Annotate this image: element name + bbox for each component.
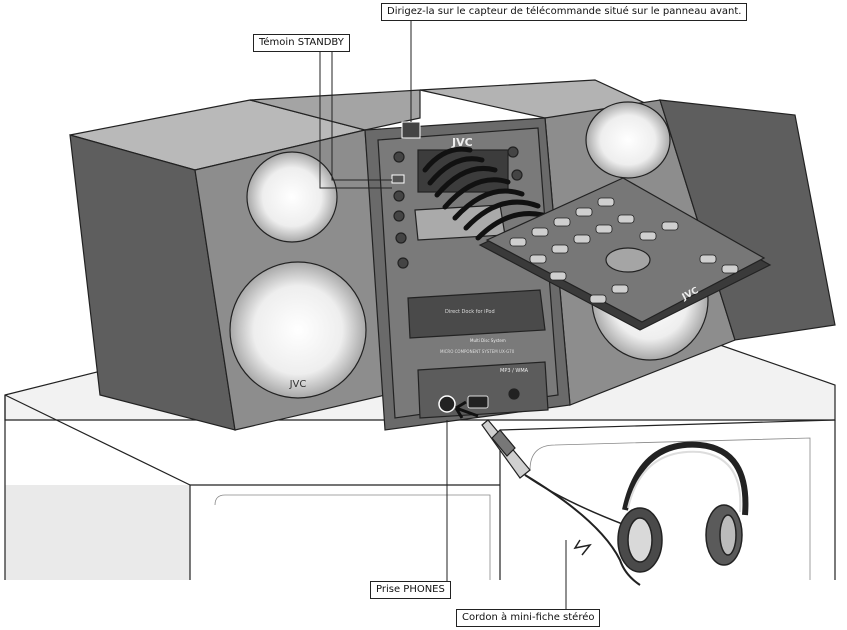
usb-label: MP3 / WMA — [500, 368, 529, 374]
cd-sub-label: MICRO COMPONENT SYSTEM UX-G70 — [440, 349, 515, 354]
speaker-logo-left: JVC — [289, 379, 307, 390]
remote-dpad — [605, 247, 651, 273]
phones-jack — [438, 395, 456, 413]
ipod-dock-label: Direct Dock for iPod — [445, 309, 495, 315]
unit-logo: JVC — [451, 136, 473, 149]
button-7 — [511, 169, 523, 181]
headphones — [617, 441, 749, 573]
usb-port — [467, 395, 489, 409]
ipod-dock — [407, 289, 546, 339]
button-2 — [393, 190, 405, 202]
callout-standby-indicator: Témoin STANDBY — [253, 34, 350, 52]
remote-control: JVC — [478, 177, 772, 331]
remote-sensor — [401, 121, 421, 139]
tweeter-left — [246, 151, 338, 243]
standby-indicator — [391, 174, 405, 184]
aux-jack — [508, 388, 520, 400]
left-speaker: JVC — [69, 129, 386, 431]
button-4 — [395, 232, 407, 244]
button-5 — [397, 257, 409, 269]
leader-lines — [319, 20, 567, 612]
button-3 — [393, 210, 405, 222]
plug-arrow — [454, 400, 479, 419]
button-6 — [507, 146, 519, 158]
front-panel-bottom — [417, 361, 549, 419]
callout-remote-sensor: Dirigez-la sur le capteur de télécommand… — [381, 3, 748, 21]
plug-and-cord — [481, 419, 641, 586]
callout-phones-jack: Prise PHONES — [370, 581, 451, 599]
button-1 — [393, 151, 405, 163]
callout-stereo-cord: Cordon à mini-fiche stéréo — [456, 609, 601, 627]
cd-label: Multi Disc System — [470, 338, 506, 343]
tweeter-right — [585, 101, 671, 179]
woofer-left — [229, 261, 367, 399]
